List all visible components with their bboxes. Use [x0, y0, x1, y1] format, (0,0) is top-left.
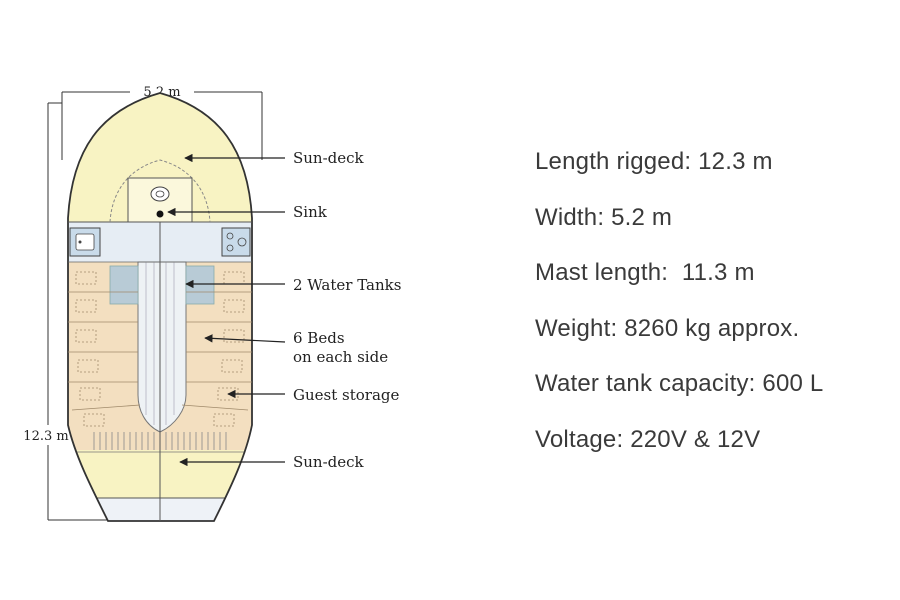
aft-hatching	[93, 432, 227, 450]
beds-label-line2: on each side	[293, 348, 388, 366]
water-tank-left	[109, 265, 139, 305]
spec-length-rigged: Length rigged: 12.3 m	[535, 148, 773, 175]
galley-left	[69, 227, 101, 257]
sun-deck-bottom-label: Sun-deck	[293, 453, 365, 471]
deck-cabin-arc	[109, 159, 211, 223]
spec-voltage: Voltage: 220V & 12V	[535, 425, 761, 453]
boat-floor-plan: 5.2 m 12.3 m	[23, 85, 401, 522]
water-tank-right	[185, 265, 215, 305]
leader-lines	[167, 153, 286, 467]
guest-storage-label: Guest storage	[293, 386, 399, 404]
toilet-icon	[150, 186, 170, 202]
corridor	[137, 261, 187, 433]
sink-label: Sink	[293, 203, 328, 221]
spec-mast-length: Mast length: 11.3 m	[535, 259, 755, 286]
spec-weight: Weight: 8260 kg approx.	[535, 314, 800, 342]
spec-width: Width: 5.2 m	[535, 203, 673, 231]
water-tanks-label: 2 Water Tanks	[293, 276, 401, 294]
sink-icon	[156, 210, 164, 218]
galley-right-stove	[221, 227, 251, 257]
beds-left	[68, 271, 141, 427]
length-dimension: 12.3 m	[23, 102, 108, 521]
length-label: 12.3 m	[23, 429, 68, 444]
spec-water-tank-capacity: Water tank capacity: 600 L	[535, 370, 824, 397]
beds-right	[181, 271, 252, 427]
sun-deck-top-label: Sun-deck	[293, 149, 365, 167]
beds-label-line1: 6 Beds	[293, 329, 345, 347]
spec-list: Length rigged: 12.3 m Width: 5.2 m Mast …	[535, 140, 895, 473]
